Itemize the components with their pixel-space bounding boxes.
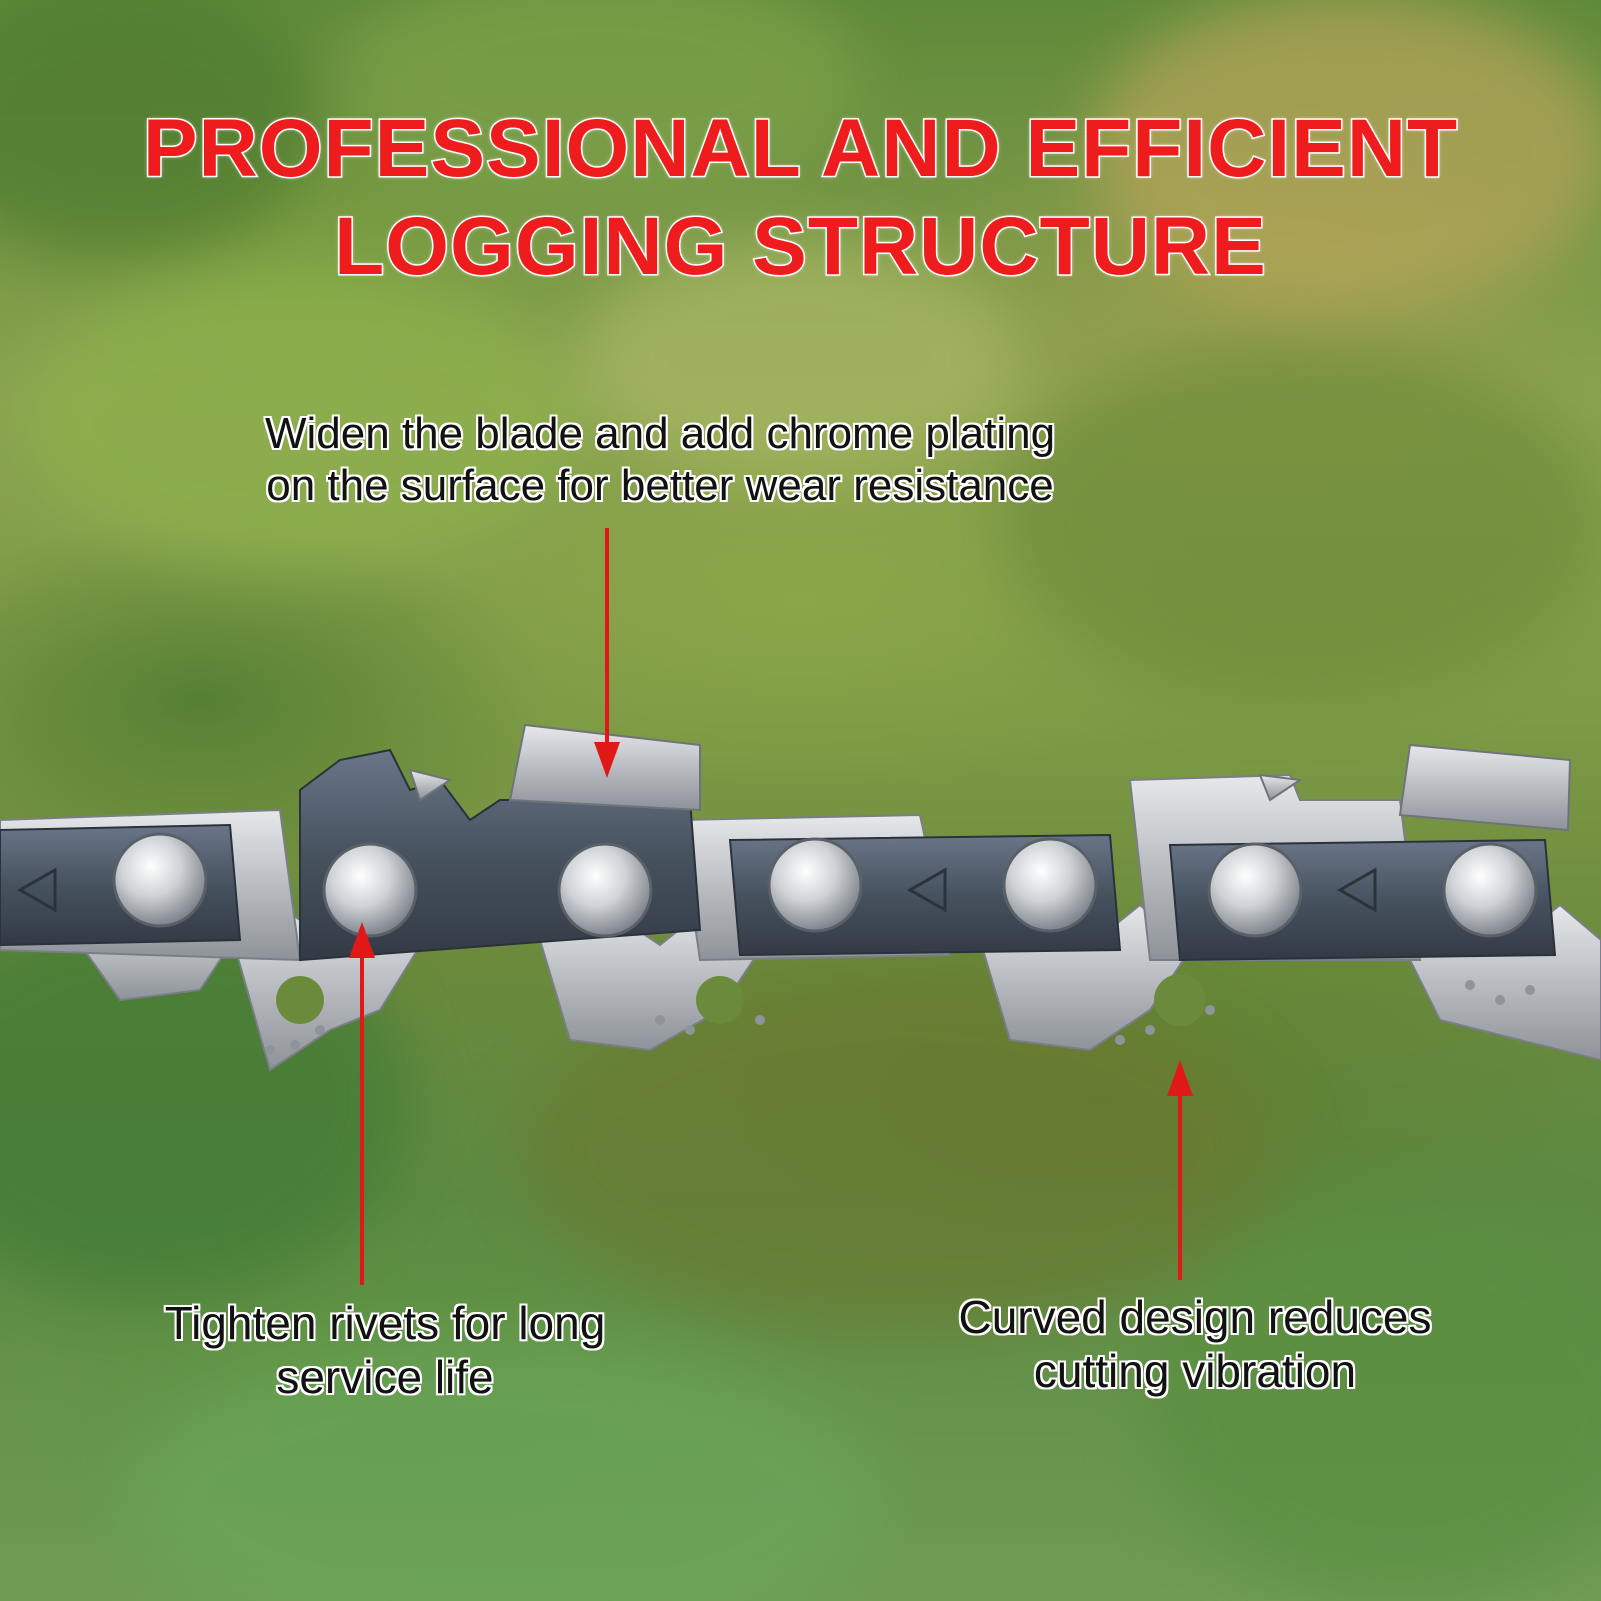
callout-rivets-line-2: service life — [276, 1351, 494, 1403]
callout-curve-line-1: Curved design reduces — [958, 1291, 1432, 1343]
arrow-up-icon — [1167, 1060, 1193, 1096]
callout-curve-line-2: cutting vibration — [1033, 1345, 1357, 1397]
saw-chain — [0, 723, 1601, 1072]
callout-rivets: Tighten rivets for long service life — [120, 1296, 650, 1404]
callout-blade-line-1: Widen the blade and add chrome plating — [264, 409, 1056, 458]
arrow-up-icon — [349, 922, 375, 958]
headline-line-2: LOGGING STRUCTURE — [333, 200, 1268, 294]
headline: PROFESSIONAL AND EFFICIENT LOGGING STRUC… — [0, 100, 1601, 296]
callout-blade: Widen the blade and add chrome plating o… — [200, 408, 1120, 512]
callout-arrows — [349, 528, 1193, 1285]
callout-rivets-line-1: Tighten rivets for long — [164, 1297, 606, 1349]
headline-line-1: PROFESSIONAL AND EFFICIENT — [141, 102, 1459, 196]
arrow-down-icon — [594, 742, 620, 778]
callout-blade-line-2: on the surface for better wear resistanc… — [266, 461, 1054, 510]
callout-curve: Curved design reduces cutting vibration — [900, 1290, 1490, 1398]
